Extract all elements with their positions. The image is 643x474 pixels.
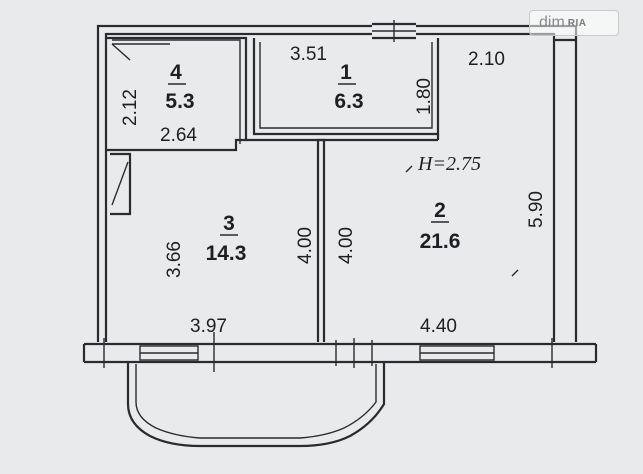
bottom-wall: [82, 332, 598, 372]
top-window: [372, 20, 416, 42]
partition-walls: [106, 36, 440, 348]
dimension-ticks: [405, 165, 519, 277]
room-1-area: 6.3: [334, 90, 363, 113]
room2-left-dim: 4.00: [336, 227, 357, 264]
room3-right-dim: 4.00: [295, 227, 316, 264]
watermark-text: dim: [539, 14, 565, 31]
room4-width-dim: 2.64: [160, 125, 197, 146]
horizontal-dimensions: 3.51 2.10 2.64 3.97 4.40: [160, 44, 505, 337]
room-2-number: 2: [434, 199, 446, 222]
room-3-area: 14.3: [206, 242, 247, 265]
watermark-brand: RIA: [567, 17, 587, 29]
watermark-logo: dim RIA: [529, 10, 619, 36]
room1-depth-dim: 1.80: [414, 78, 435, 115]
room4-height-dim: 2.12: [120, 89, 141, 126]
vertical-dimensions: 2.12 1.80 3.66 4.00 4.00 5.90: [120, 78, 547, 278]
room-1-number: 1: [340, 61, 352, 84]
room-labels: 4 5.3 1 6.3 3 14.3 2 21.6: [165, 61, 460, 265]
ceiling-height-label: H=2.75: [417, 153, 481, 175]
room-4-number: 4: [170, 61, 182, 84]
balcony: [126, 362, 386, 448]
room3-height-dim: 3.66: [164, 241, 185, 278]
room2-bottom-dim: 4.40: [420, 316, 457, 337]
room-3-number: 3: [223, 212, 235, 235]
room2-top-dim: 2.10: [468, 49, 505, 70]
room1-width-dim: 3.51: [290, 44, 327, 65]
room-2-area: 21.6: [420, 230, 461, 253]
room3-bottom-dim: 3.97: [190, 316, 227, 337]
room-4-area: 5.3: [165, 90, 194, 113]
room2-height-dim: 5.90: [526, 191, 547, 228]
